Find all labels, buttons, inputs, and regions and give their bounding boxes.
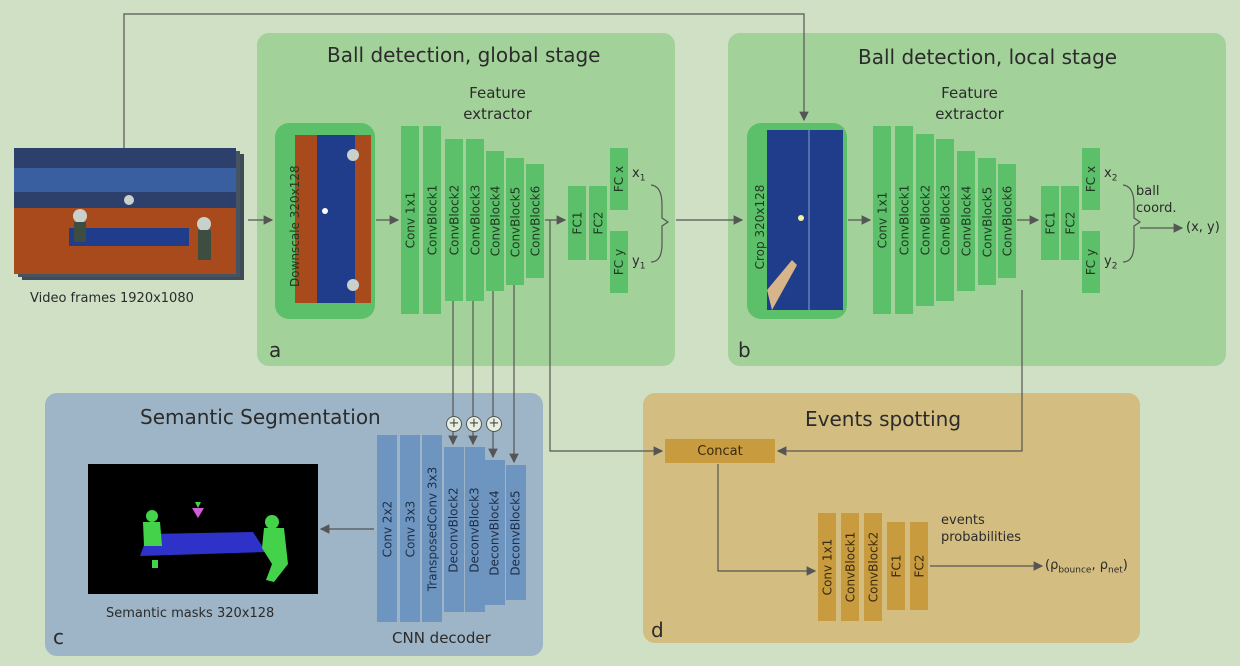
local-x2-output: x2 [1104,166,1118,184]
panel-local-letter: b [738,338,751,362]
semantic-masks-label: Semantic masks 320x128 [106,606,275,621]
local-convblock2: ConvBlock2 [916,134,934,306]
local-conv1x1: Conv 1x1 [873,126,891,314]
global-convblock3: ConvBlock3 [466,139,484,301]
panel-seg-letter: c [53,625,64,649]
seg-deconvblock2: DeconvBlock2 [444,447,464,612]
global-convblock6: ConvBlock6 [526,164,544,278]
local-y2-output: y2 [1104,254,1118,272]
local-feature-extractor-label: Feature extractor [935,84,1004,123]
semantic-mask-image [88,464,318,594]
concat-box: Concat [665,439,775,463]
seg-conv3x3: Conv 3x3 [400,435,420,622]
global-conv1x1: Conv 1x1 [401,126,419,314]
local-fcy: FC y [1082,231,1100,293]
panel-events-title: Events spotting [805,407,962,431]
events-probabilities-label: events probabilities [941,513,1022,545]
global-convblock1: ConvBlock1 [423,126,441,314]
panel-global-title: Ball detection, global stage [327,43,601,67]
cropped-scene-illustration [767,130,843,310]
local-fcx: FC x [1082,148,1100,210]
video-frame-image [14,148,236,274]
global-fc1: FC1 [568,186,586,260]
global-x1-output: x1 [632,166,646,184]
seg-conv2x2: Conv 2x2 [377,435,397,622]
events-convblock1: ConvBlock1 [841,513,859,621]
seg-transposedconv3x3: TransposedConv 3x3 [422,435,442,622]
global-fc2: FC2 [589,186,607,260]
skip-add-icon-3: + [486,416,502,432]
skip-add-icon-2: + [466,416,482,432]
seg-deconvblock4: DeconvBlock4 [485,460,505,605]
cnn-decoder-label: CNN decoder [392,629,491,647]
local-fc2: FC2 [1061,186,1079,260]
table-tennis-scene-illustration [14,148,236,274]
crop-label: Crop 320x128 [753,184,767,270]
panel-global-letter: a [269,338,282,362]
panel-events-letter: d [651,618,664,642]
global-convblock2: ConvBlock2 [445,139,463,301]
panel-local-title: Ball detection, local stage [858,45,1118,69]
events-fc1: FC1 [887,522,905,610]
global-y1-output: y1 [632,254,646,272]
downscale-label: Downscale 320x128 [288,165,302,287]
semantic-mask-illustration [88,464,318,594]
global-convblock5: ConvBlock5 [506,158,524,285]
ball-coord-label: ball coord. [1136,184,1177,216]
global-fcx: FC x [610,148,628,210]
events-output: (ρbounce, ρnet) [1045,558,1128,576]
local-convblock4: ConvBlock4 [957,151,975,291]
local-convblock6: ConvBlock6 [998,164,1016,278]
global-fcy: FC y [610,231,628,293]
local-convblock5: ConvBlock5 [978,158,996,285]
seg-deconvblock3: DeconvBlock3 [465,447,485,612]
downscaled-image [295,135,371,303]
downscaled-scene-illustration [295,135,371,303]
panel-seg-title: Semantic Segmentation [140,405,381,429]
seg-deconvblock5: DeconvBlock5 [506,465,526,600]
global-convblock4: ConvBlock4 [486,151,504,291]
events-conv1x1: Conv 1x1 [818,513,836,621]
final-xy-output: (x, y) [1186,220,1220,235]
events-convblock2: ConvBlock2 [864,513,882,621]
skip-add-icon-1: + [446,416,462,432]
local-convblock1: ConvBlock1 [895,126,913,314]
events-fc2: FC2 [910,522,928,610]
video-frames-label: Video frames 1920x1080 [30,291,194,306]
global-feature-extractor-label: Feature extractor [463,84,532,123]
local-convblock3: ConvBlock3 [936,139,954,301]
local-fc1: FC1 [1041,186,1059,260]
cropped-image [767,130,843,310]
